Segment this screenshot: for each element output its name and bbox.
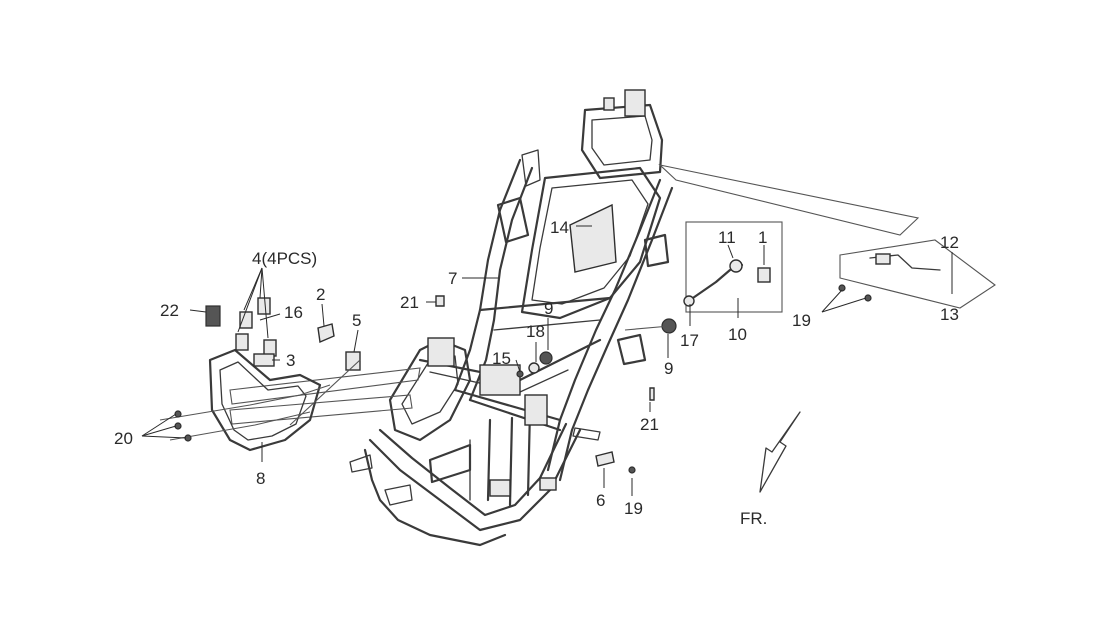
lower-tab <box>539 477 557 491</box>
cable-box <box>685 221 783 313</box>
callout-21-left: 21 <box>400 293 419 312</box>
washer-17 <box>683 295 695 307</box>
bracket-3 <box>253 353 275 367</box>
callout-11: 11 <box>718 228 736 247</box>
rear-assembly-group <box>159 297 361 452</box>
collar-4a <box>239 311 253 329</box>
bolt-20a <box>174 410 182 418</box>
callout-14: 14 <box>550 218 569 237</box>
callout-21-right: 21 <box>640 415 659 434</box>
bracket-5 <box>345 351 361 371</box>
collar-4b <box>257 297 271 315</box>
front-label: FR. <box>740 509 767 528</box>
callout-7: 7 <box>448 269 457 288</box>
grommet-9a <box>539 351 553 365</box>
callout-3: 3 <box>286 351 295 370</box>
bolt-21a <box>435 295 445 307</box>
leader-lines <box>141 225 953 496</box>
callout-6: 6 <box>596 491 605 510</box>
callout-9-grommet-right: 9 <box>664 359 673 378</box>
cable-assembly-group <box>624 164 996 334</box>
callout-18: 18 <box>526 322 545 341</box>
callout-8: 8 <box>256 469 265 488</box>
collar-4c <box>235 333 249 351</box>
callout-19-bottom: 19 <box>624 499 643 518</box>
callout-22: 22 <box>160 301 179 320</box>
callout-5: 5 <box>352 311 361 330</box>
callout-1: 1 <box>758 228 767 247</box>
rubber-mount-22 <box>205 305 221 327</box>
callout-10: 10 <box>728 325 747 344</box>
bolt-21b <box>649 387 655 401</box>
battery-tray <box>479 364 521 396</box>
callout-17: 17 <box>680 331 699 350</box>
callout-15: 15 <box>492 349 511 368</box>
callout-4: 4(4PCS) <box>252 249 317 268</box>
cap-1 <box>757 267 771 283</box>
callout-16: 16 <box>284 303 303 322</box>
bolt-19b <box>628 466 636 474</box>
bolt-19a-1 <box>838 284 846 292</box>
cradle-bracket <box>524 394 548 426</box>
engine-mount-block <box>427 337 455 367</box>
collar-18 <box>528 362 540 374</box>
front-direction-arrow-icon <box>759 411 801 493</box>
head-bracket <box>603 97 615 111</box>
lower-bracket <box>489 479 511 497</box>
nut-11 <box>729 259 743 273</box>
callout-2: 2 <box>316 285 325 304</box>
steering-head-block <box>624 89 646 117</box>
switch-12 <box>875 253 891 265</box>
callout-9-grommet-left: 9 <box>544 299 553 318</box>
bracket-6 <box>595 451 615 467</box>
floor-plate-14 <box>569 203 617 273</box>
main-frame-body <box>229 89 674 547</box>
callout-13: 13 <box>940 305 959 324</box>
callout-20: 20 <box>114 429 133 448</box>
clip-2 <box>317 323 335 344</box>
callout-19-right: 19 <box>792 311 811 330</box>
callout-12: 12 <box>940 233 959 252</box>
callout-labels: 1 2 3 4(4PCS) 5 6 7 8 9 9 10 11 12 13 14… <box>114 218 959 528</box>
